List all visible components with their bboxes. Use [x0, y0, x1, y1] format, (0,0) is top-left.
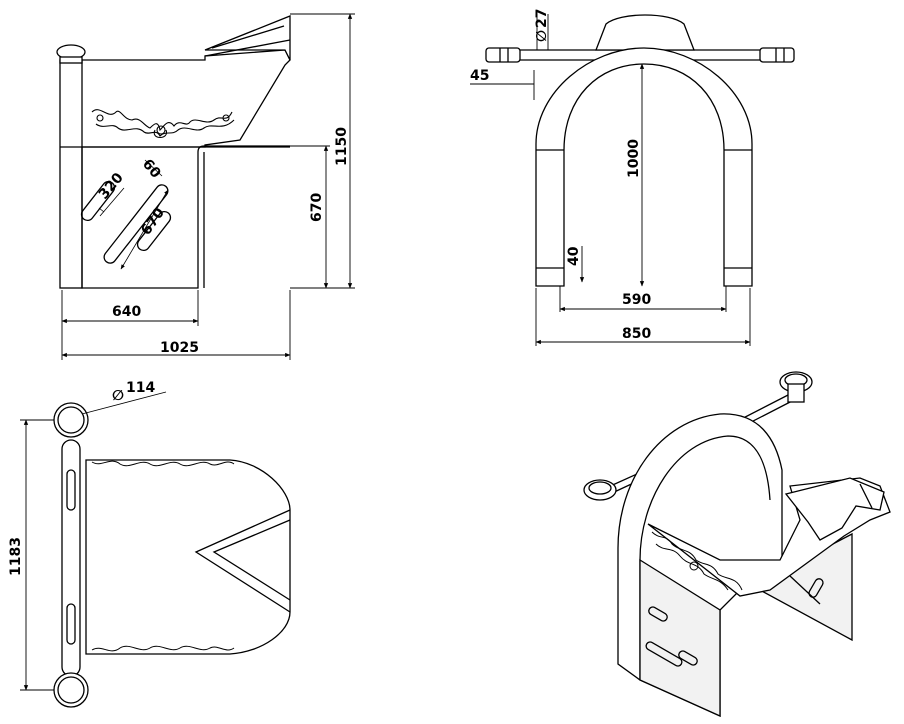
dim-1000-label: 1000	[626, 139, 642, 178]
top-ring-bottom	[53, 672, 89, 708]
front-view	[485, 14, 795, 287]
dim-114-label: 114	[126, 380, 155, 396]
side-post	[59, 59, 83, 289]
isometric-view	[583, 371, 891, 718]
side-lower-body	[81, 145, 290, 289]
dim-60-label: 60	[139, 156, 164, 181]
top-ornament-top	[91, 460, 235, 467]
front-dome	[595, 14, 695, 51]
top-ornament-bottom	[91, 645, 235, 652]
dim-850-label: 850	[622, 326, 651, 342]
dim-1025-label: 1025	[160, 340, 199, 356]
iso-chute	[784, 477, 885, 541]
dim-640-label: 640	[112, 304, 141, 320]
iso-ring-front	[583, 479, 617, 501]
dim-1150-label: 1150	[334, 127, 350, 166]
top-body	[85, 459, 291, 655]
dim-40-label: 40	[566, 246, 582, 266]
top-chute	[194, 509, 291, 613]
dim-45-label: 45	[470, 68, 489, 84]
side-chute	[204, 15, 291, 61]
top-ring-top	[53, 402, 89, 438]
dim-670-slot-label: 670	[138, 205, 168, 238]
dim-27-diameter-symbol: ∅	[534, 30, 550, 42]
side-dimensions	[61, 13, 355, 360]
dim-670-label: 670	[309, 193, 325, 222]
side-view	[56, 15, 291, 289]
front-arch	[535, 47, 753, 287]
side-upper-body	[82, 49, 291, 148]
top-view	[53, 402, 291, 708]
iso-ornament	[651, 531, 743, 591]
dim-1183-label: 1183	[8, 537, 24, 576]
dim-27-label: 27	[534, 9, 550, 28]
iso-front-panel	[639, 558, 721, 718]
dim-114-diameter-symbol: ∅	[112, 388, 124, 404]
top-rod	[61, 439, 81, 677]
dim-320-label: 320	[96, 170, 127, 203]
front-dimensions	[470, 14, 751, 346]
top-dimensions	[20, 391, 167, 691]
dim-590-label: 590	[622, 292, 651, 308]
side-ornament	[91, 109, 235, 139]
